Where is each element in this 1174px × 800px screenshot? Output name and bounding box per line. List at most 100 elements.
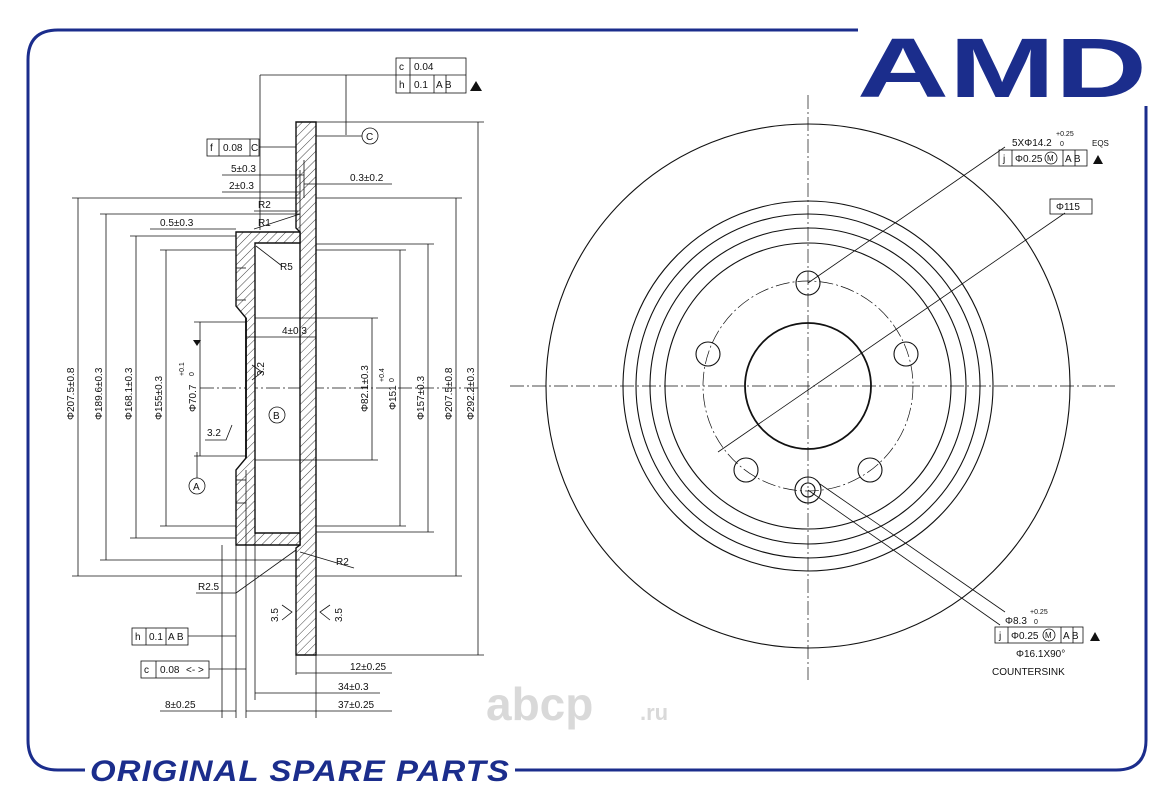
- bottom-length-dims: 12±0.25 34±0.3 8±0.25 37±0.25: [160, 470, 392, 718]
- front-view: 5XΦ14.2 +0.25 0 EQS j Φ0.25 M A B Φ115 Φ…: [510, 95, 1115, 680]
- bolt-holes: [695, 270, 919, 504]
- dim-37: 37±0.25: [338, 700, 375, 711]
- tol-datum: A B: [436, 80, 452, 91]
- tolerance-frame-f: f 0.08 C: [206, 138, 296, 157]
- watermark-text: abcp: [486, 678, 593, 730]
- watermark: abcp .ru: [486, 678, 668, 730]
- countersink-word: COUNTERSINK: [992, 667, 1065, 678]
- pin-hole: [800, 482, 816, 498]
- dia-1896: Φ189.6±0.3: [94, 367, 105, 420]
- dim-03: 0.3±0.2: [350, 173, 384, 184]
- dim-4: 4±0.3: [282, 326, 307, 337]
- dim-5: 5±0.3: [231, 164, 256, 175]
- tol-modifier: M: [1047, 154, 1054, 163]
- roughness-35a: 3.5: [270, 608, 281, 622]
- dia-707-tol-up: +0.1: [179, 362, 186, 376]
- tol-symbol: h: [399, 80, 405, 91]
- datum-b: B: [273, 411, 280, 422]
- dia-2922: Φ292.2±0.3: [466, 367, 477, 420]
- border-frame: [26, 28, 1148, 772]
- dia-155: Φ155±0.3: [154, 376, 165, 420]
- dim-2: 2±0.3: [229, 181, 254, 192]
- tolerance-frame-bottom-c: c 0.08 <- >: [140, 660, 246, 679]
- tol-value: Φ0.25: [1011, 631, 1039, 642]
- dia-157: Φ157±0.3: [416, 376, 427, 420]
- tol-value: Φ0.25: [1015, 154, 1043, 165]
- tol-value: 0.1: [149, 632, 163, 643]
- tol-value: 0.1: [414, 80, 428, 91]
- bolt-hole: [695, 341, 721, 367]
- tolerance-frame-top: c 0.04 h 0.1 A B: [259, 57, 482, 230]
- bolt-hole: [795, 270, 821, 296]
- dia-821: Φ82.1±0.3: [360, 365, 371, 412]
- tol-modifier: M: [1045, 631, 1052, 640]
- dim-12: 12±0.25: [350, 662, 387, 673]
- bolt-hole: [857, 457, 883, 483]
- tol-value: 0.04: [414, 62, 434, 73]
- dia-1681: Φ168.1±0.3: [124, 367, 135, 420]
- dia-151-tol-up: +0.4: [379, 368, 386, 382]
- countersink-dia: Φ16.1X90°: [1016, 649, 1065, 660]
- pin-hole-countersink: [794, 476, 822, 504]
- dim-05: 0.5±0.3: [160, 218, 194, 229]
- tol-datum: A B: [168, 632, 184, 643]
- radius-r2-bottom: R2: [336, 557, 349, 568]
- tagline: ORIGINAL SPARE PARTS: [90, 755, 510, 788]
- hat-outer-edge: [649, 227, 967, 545]
- tol-datum: C: [251, 143, 258, 154]
- holes-tol-low: 0: [1060, 141, 1064, 148]
- dim-8: 8±0.25: [165, 700, 196, 711]
- datum-c: C: [366, 132, 373, 143]
- tolerance-frame-bottom-h: h 0.1 A B: [131, 627, 236, 646]
- radius-r25: R2.5: [198, 582, 220, 593]
- tol-datum: A B: [1065, 154, 1081, 165]
- radius-r2-top: R2: [258, 200, 271, 211]
- dia-707-tol-low: 0: [189, 372, 196, 376]
- center-bore: [744, 322, 872, 450]
- left-diameter-dims: Φ207.5±0.8 Φ189.6±0.3 Φ168.1±0.3 Φ155±0.…: [66, 197, 300, 577]
- tol-symbol: h: [135, 632, 141, 643]
- pcd-callout: Φ115: [1049, 198, 1093, 215]
- friction-ring-section: [295, 121, 317, 656]
- dia-707: Φ70.7: [188, 384, 199, 412]
- pin-callout: Φ8.3 +0.25 0 j Φ0.25 M A B Φ16.1X90° COU…: [992, 609, 1100, 678]
- dia-2075-right: Φ207.5±0.8: [444, 367, 455, 420]
- holes-note: 5XΦ14.2: [1012, 138, 1052, 149]
- tol-symbol: c: [399, 62, 404, 73]
- watermark-suffix: .ru: [640, 700, 668, 725]
- pin-tol-low: 0: [1034, 619, 1038, 626]
- friction-ring-inner-1: [622, 200, 994, 572]
- roughness-32b: 3.2: [207, 428, 221, 439]
- logo-text: AMD: [857, 21, 1147, 115]
- dia-151-tol-low: 0: [389, 378, 396, 382]
- tol-datum: A B: [1063, 631, 1079, 642]
- tol-symbol: j: [998, 631, 1001, 642]
- bolt-hole: [733, 457, 759, 483]
- tol-value: 0.08: [223, 143, 243, 154]
- radius-r1: R1: [258, 218, 271, 229]
- tol-symbol: f: [210, 143, 213, 154]
- holes-eqs: EQS: [1092, 139, 1109, 148]
- roughness-32a: 3.2: [256, 362, 267, 376]
- pin-tol-up: +0.25: [1030, 609, 1048, 616]
- bolt-hole: [893, 341, 919, 367]
- holes-callout: 5XΦ14.2 +0.25 0 EQS j Φ0.25 M A B: [998, 131, 1109, 167]
- outer-disc-edge: [545, 123, 1071, 649]
- tol-symbol: c: [144, 665, 149, 676]
- roughness-35b: 3.5: [334, 608, 345, 622]
- right-diameter-dims: Φ82.1±0.3 Φ151 +0.4 0 Φ157±0.3 Φ207.5±0.…: [255, 121, 484, 656]
- hat-inner-edge: [664, 242, 952, 530]
- pcd-label: Φ115: [1056, 202, 1080, 213]
- tol-datum: <- >: [186, 665, 204, 676]
- amd-logo: AMD: [857, 20, 1150, 115]
- datum-a: A: [193, 482, 200, 493]
- dia-151: Φ151: [388, 385, 399, 410]
- tol-value: 0.08: [160, 665, 180, 676]
- bolt-circle: [702, 280, 914, 492]
- radius-r5: R5: [280, 262, 293, 273]
- tol-symbol: j: [1002, 154, 1005, 165]
- dim-34: 34±0.3: [338, 682, 369, 693]
- dia-2075-left: Φ207.5±0.8: [66, 367, 77, 420]
- friction-ring-inner-2: [635, 213, 981, 559]
